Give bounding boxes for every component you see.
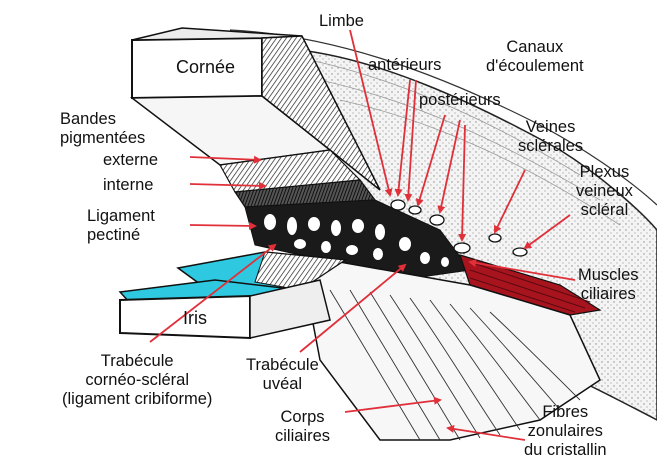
label-trabecule-uveal-line2: uvéal xyxy=(246,375,319,394)
label-veines-line1: Veines xyxy=(518,118,583,137)
label-limbe: Limbe xyxy=(319,12,364,31)
label-anterieurs: antérieurs xyxy=(368,56,441,75)
label-fibres-line3: du cristallin xyxy=(524,441,607,460)
label-veines-line2: sclérales xyxy=(518,137,583,156)
label-corps-line2: ciliaires xyxy=(275,427,330,446)
label-trabecule-corneo-line2: cornéo-scléral xyxy=(62,371,212,390)
label-trabecule-corneo-line3: (ligament cribiforme) xyxy=(62,390,212,409)
label-veines: Veines sclérales xyxy=(518,118,583,156)
label-plexus-line2: veineux xyxy=(576,182,633,201)
label-corps: Corps ciliaires xyxy=(275,408,330,446)
label-ligament: Ligament pectiné xyxy=(87,207,155,245)
label-posterieurs: postérieurs xyxy=(419,91,501,110)
label-bandes-line2: pigmentées xyxy=(60,129,145,148)
label-trabecule-corneo: Trabécule cornéo-scléral (ligament cribi… xyxy=(62,352,212,409)
label-canaux-line1: Canaux xyxy=(486,38,584,57)
label-fibres: Fibres zonulaires du cristallin xyxy=(524,403,607,460)
label-muscles: Muscles ciliaires xyxy=(578,266,639,304)
label-trabecule-uveal-line1: Trabécule xyxy=(246,356,319,375)
label-bandes: Bandes pigmentées xyxy=(60,110,145,148)
label-externe: externe xyxy=(103,151,158,170)
label-corps-line1: Corps xyxy=(275,408,330,427)
label-muscles-line2: ciliaires xyxy=(578,285,639,304)
label-fibres-line1: Fibres xyxy=(524,403,607,422)
label-fibres-line2: zonulaires xyxy=(524,422,607,441)
label-trabecule-corneo-line1: Trabécule xyxy=(62,352,212,371)
label-ligament-line2: pectiné xyxy=(87,226,155,245)
label-plexus-line1: Plexus xyxy=(576,163,633,182)
label-muscles-line1: Muscles xyxy=(578,266,639,285)
label-plexus: Plexus veineux scléral xyxy=(576,163,633,220)
label-iris: Iris xyxy=(183,309,207,328)
label-canaux-line2: d'écoulement xyxy=(486,57,584,76)
label-trabecule-uveal: Trabécule uvéal xyxy=(246,356,319,394)
label-cornee: Cornée xyxy=(176,58,235,77)
label-bandes-line1: Bandes xyxy=(60,110,145,129)
label-interne: interne xyxy=(103,176,153,195)
label-ligament-line1: Ligament xyxy=(87,207,155,226)
label-canaux: Canaux d'écoulement xyxy=(486,38,584,76)
label-plexus-line3: scléral xyxy=(576,201,633,220)
